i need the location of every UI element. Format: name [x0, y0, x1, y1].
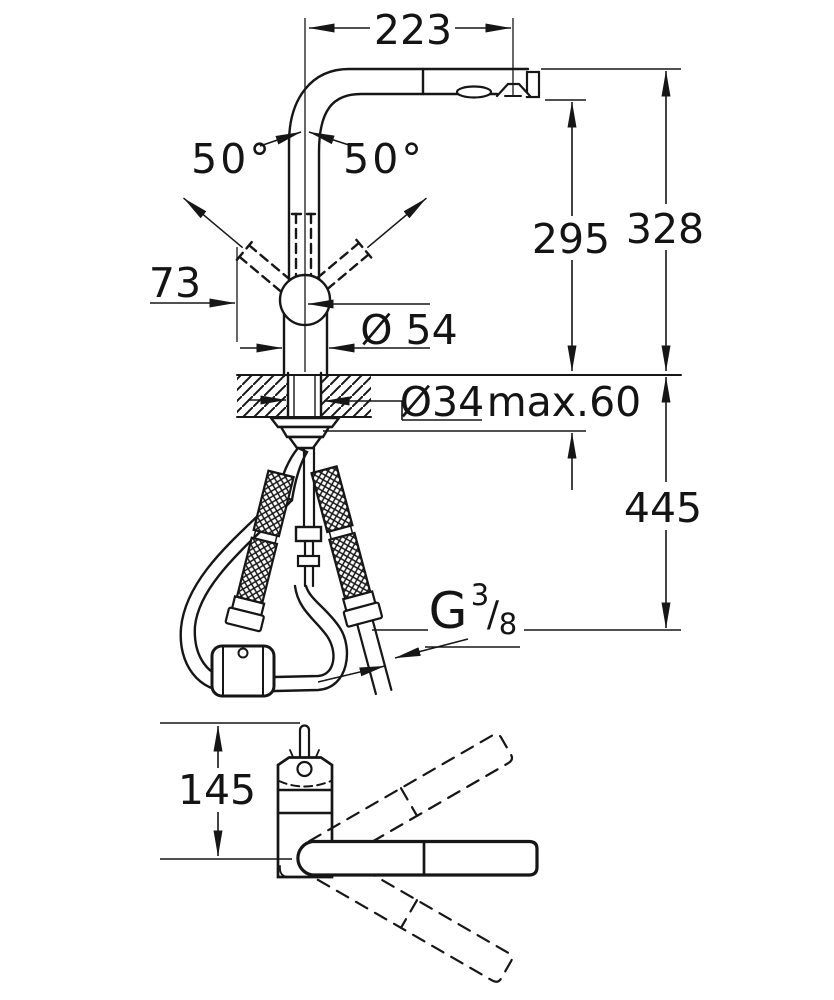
label-under-clearance: 445	[624, 484, 702, 532]
dim-dia34	[248, 395, 482, 421]
dimension-labels: 223 50° 50° 73 Ø 54 Ø34 max.60 295 328 4…	[149, 6, 704, 814]
mounting-shank	[286, 371, 323, 420]
thread-prefix: G	[429, 582, 468, 640]
thread-slash: /	[487, 594, 500, 635]
thread-denominator: 8	[499, 607, 517, 641]
label-top-view-height: 145	[178, 766, 256, 814]
supply-hose-left	[224, 469, 295, 633]
lever-pin	[298, 724, 311, 759]
label-hole-dia: Ø34	[400, 378, 484, 426]
supply-hose-right	[310, 465, 393, 696]
side-view-dimensions	[150, 18, 681, 683]
label-reach: 223	[374, 6, 452, 54]
faucet-body	[282, 306, 329, 378]
plan-lever-ball	[296, 760, 313, 778]
handle-position-left-50	[183, 197, 292, 293]
handle-position-right-50	[316, 197, 427, 291]
plan-spout-up-position	[308, 733, 514, 870]
fixing-set	[268, 416, 342, 450]
plan-dome-hidden-edge	[278, 780, 332, 788]
pullout-hose-drop	[294, 446, 323, 588]
thread-end	[356, 623, 377, 696]
label-deck-max: max.60	[487, 378, 642, 426]
label-height-total: 328	[626, 205, 704, 253]
plan-spout	[296, 839, 539, 877]
dim-73	[150, 298, 430, 309]
label-angle-right: 50°	[343, 135, 425, 183]
label-angle-left: 50°	[191, 135, 273, 183]
plan-spout-down-position	[308, 846, 514, 983]
dim-g38-leaders	[317, 638, 520, 683]
dim-50deg-arrows	[259, 131, 353, 147]
dim-145	[160, 722, 300, 860]
spray-toggle-button	[455, 85, 493, 99]
top-view	[160, 722, 539, 983]
label-height-spout: 295	[532, 215, 610, 263]
thread-numerator: 3	[471, 578, 489, 612]
spray-head	[455, 70, 541, 99]
side-view	[179, 67, 682, 698]
label-thread-g38: G 3 / 8	[429, 578, 518, 641]
label-handle-offset: 73	[149, 259, 201, 307]
hose-counterweight	[210, 644, 276, 698]
label-spout-dia: Ø 54	[360, 306, 457, 354]
